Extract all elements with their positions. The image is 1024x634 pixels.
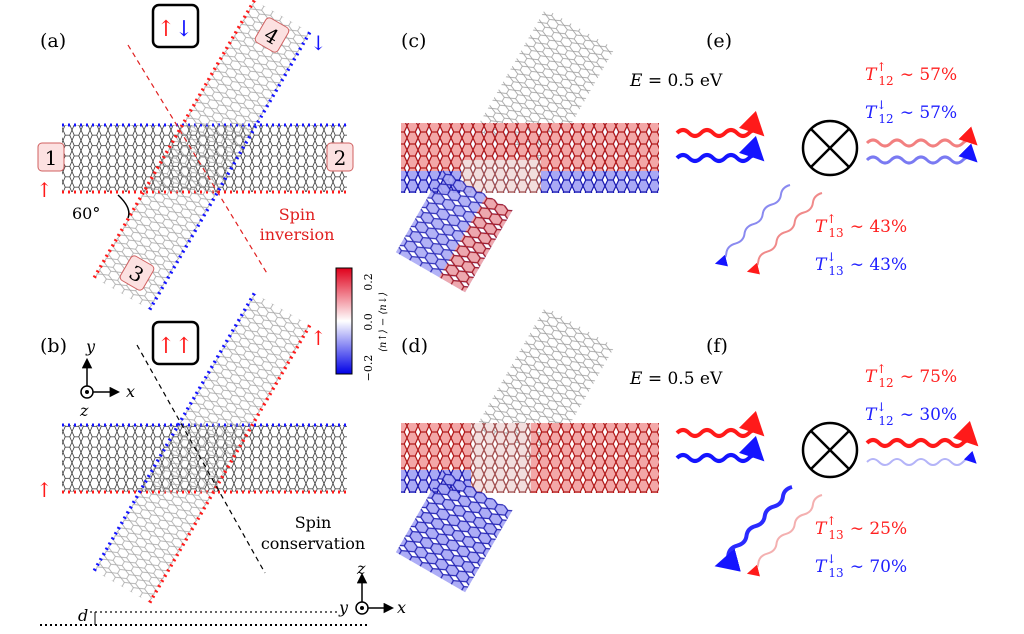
out-wave-up-12-f	[865, 420, 979, 448]
incoming-wave-down-f	[675, 435, 765, 463]
side-axis-y-label: y	[338, 598, 349, 617]
lead-2-box	[326, 142, 354, 172]
transmission-label: T↑12∼ 57%	[865, 60, 957, 88]
transmission-label: T↑13∼ 43%	[815, 212, 907, 240]
spin-down-arrow-a-right: ↓	[310, 31, 327, 55]
axis-y-label: y	[85, 337, 96, 356]
transmission-label: T↓13∼ 43%	[815, 250, 907, 278]
transmission-labels-e: T↑12∼ 57% T↓12∼ 57% T↑13∼ 43% T↓13∼ 43%	[815, 60, 957, 278]
axes-side: z y x	[338, 559, 406, 617]
spin-up-arrow-b-left: ↑	[36, 478, 53, 502]
out-wave-up-13-f	[746, 494, 823, 577]
out-wave-down-13-f	[714, 485, 793, 572]
side-axis-x-label: x	[397, 598, 406, 617]
out-wave-down-12-e	[865, 143, 978, 165]
spin-up-arrow-b-right: ↑	[310, 326, 327, 350]
gap-label: d	[78, 606, 88, 625]
out-wave-down-13-e	[714, 184, 791, 267]
mirror-line-b	[136, 344, 266, 574]
incoming-wave-up-f	[675, 410, 765, 438]
transmission-labels-f: T↑12∼ 75% T↓12∼ 30% T↑13∼ 25% T↓13∼ 70%	[815, 362, 957, 580]
horizontal-ribbon-c-mixed	[461, 160, 541, 193]
panel-c: (c) E = 0.5 eV	[395, 8, 723, 293]
spin-conservation-line2: conservation	[261, 534, 365, 553]
lead-1-box	[37, 142, 65, 172]
colorbar-tick-top: 0.2	[362, 273, 375, 291]
side-axis-z-label: z	[356, 559, 366, 578]
tilted-ribbon-d-lower	[395, 469, 513, 593]
panel-d: (d) E = 0.5 eV	[395, 306, 723, 593]
tilted-ribbon-c-lower	[395, 170, 513, 293]
lead-2-label: 2	[334, 146, 347, 170]
angle-label: 60°	[72, 204, 100, 223]
out-wave-up-13-e	[746, 192, 823, 275]
panel-label-c: (c)	[401, 30, 426, 52]
out-wave-up-12-e	[865, 126, 978, 148]
transmission-label: T↓12∼ 30%	[865, 400, 957, 428]
horizontal-ribbon-d-mixed	[471, 423, 531, 493]
energy-label-d: E = 0.5 eV	[629, 369, 723, 389]
angle-arc	[117, 194, 130, 219]
axis-z-label: z	[79, 401, 89, 420]
transmission-label: T↑12∼ 75%	[865, 362, 957, 390]
lead-3-box: 3	[119, 255, 155, 291]
lead-1-label: 1	[45, 146, 58, 170]
config-b-second-arrow: ↑	[175, 334, 193, 359]
spin-conservation-line1: Spin	[295, 513, 332, 532]
scatterer-e	[801, 119, 859, 177]
transmission-label: T↓13∼ 70%	[815, 552, 907, 580]
panel-a: (a) 1 2 3 4 ↑ ↓ ↑ ↓ 60° Sp	[36, 0, 354, 311]
panel-f: (f) T↑12∼ 75% T↓12∼ 30% T↑13∼ 25% T↓13∼ 70%	[675, 335, 979, 580]
colorbar-tick-bottom: −0.2	[362, 355, 375, 382]
config-box-b	[151, 320, 200, 366]
tilted-ribbon-b	[92, 292, 312, 604]
tilted-ribbon-a	[92, 0, 312, 311]
config-box-a	[151, 3, 200, 49]
colorbar-label: ⟨n↑⟩ − ⟨n↓⟩	[378, 292, 389, 352]
panel-e: (e) T↑12∼ 57% T↓12∼ 57% T↑13∼ 43% T↓13∼ 43%	[675, 30, 978, 278]
incoming-wave-up-e	[675, 110, 765, 138]
scatterer-f	[801, 421, 859, 479]
spin-inversion-line1: Spin	[279, 205, 316, 224]
panel-label-b: (b)	[40, 335, 67, 357]
panel-label-e: (e)	[706, 30, 732, 52]
incoming-wave-down-e	[675, 135, 765, 163]
panel-label-f: (f)	[706, 335, 728, 357]
spin-up-arrow-a-left: ↑	[36, 178, 53, 202]
transmission-label: T↓12∼ 57%	[865, 98, 957, 126]
energy-label-c: E = 0.5 eV	[629, 71, 723, 91]
lead-4-box: 4	[254, 17, 290, 53]
out-wave-down-12-f	[866, 450, 977, 466]
colorbar-tick-mid: 0.0	[362, 313, 375, 331]
transmission-label: T↑13∼ 25%	[815, 514, 907, 542]
spin-inversion-line2: inversion	[260, 225, 335, 244]
panel-label-a: (a)	[40, 30, 66, 52]
config-a-second-arrow: ↓	[175, 17, 193, 42]
config-a-first-arrow: ↑	[157, 17, 175, 42]
panel-b: (b) ↑ ↑ ↑ ↑ y x z Spin conservation	[36, 292, 406, 626]
panel-label-d: (d)	[401, 335, 428, 357]
config-b-first-arrow: ↑	[157, 334, 175, 359]
axis-x-label: x	[126, 382, 135, 401]
colorbar: 0.2 0.0 −0.2 ⟨n↑⟩ − ⟨n↓⟩	[335, 267, 389, 382]
axes-xyz: y x z	[79, 337, 135, 420]
